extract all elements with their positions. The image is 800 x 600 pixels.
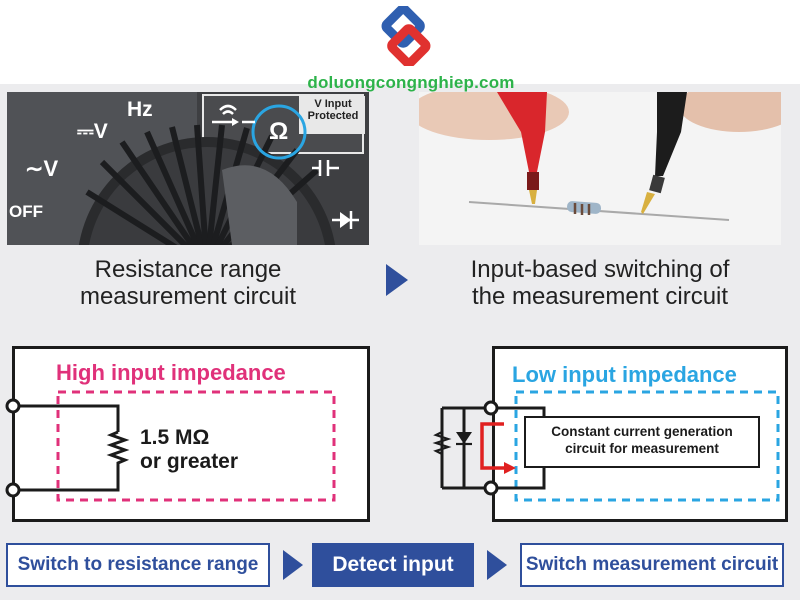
- step-switch-measurement-circuit: Switch measurement circuit: [520, 543, 784, 587]
- dial-illustration: [7, 92, 369, 245]
- probes-photo: [419, 92, 781, 245]
- dial-off-label: OFF: [9, 202, 43, 221]
- constant-current-block: [524, 416, 760, 468]
- dial-dcv-label: ⎓V: [77, 120, 108, 143]
- caption-input-switching: Input-based switching of the measurement…: [420, 256, 780, 310]
- caption-right-line-1: Input-based switching of: [470, 256, 730, 283]
- dial-acv-text: V: [43, 156, 59, 181]
- resistor-value-line-2: or greater: [140, 450, 239, 473]
- step-switch-to-resistance-range: Switch to resistance range: [6, 543, 270, 587]
- dial-acv-label: ∼V: [25, 156, 59, 181]
- constant-current-block-label: Constant current generation circuit for …: [524, 423, 760, 457]
- ohm-symbol: Ω: [269, 118, 289, 145]
- high-impedance-circuit-diagram: [5, 390, 336, 502]
- caption-resistance-range: Resistance range measurement circuit: [10, 256, 366, 310]
- low-impedance-circuit-diagram: [432, 390, 780, 502]
- high-impedance-title: High input impedance: [56, 360, 286, 385]
- low-impedance-title: Low input impedance: [512, 362, 737, 387]
- protected-line-2: Protected: [307, 110, 359, 122]
- caption-left-line-1: Resistance range: [94, 256, 282, 283]
- watermark-text: doluongcongnghiep.com: [307, 73, 515, 92]
- probes-illustration: [419, 92, 781, 245]
- dial-hz-label: Hz: [127, 98, 153, 121]
- high-impedance-circuit-box: [12, 346, 370, 522]
- arrow-right-icon: [386, 264, 408, 296]
- protected-line-1: V Input: [314, 98, 352, 110]
- ccg-line-2: circuit for measurement: [565, 441, 719, 456]
- caption-left-line-2: measurement circuit: [79, 283, 297, 310]
- terminal-bottom-icon: [5, 482, 21, 498]
- resistor-value-label: 1.5 MΩ or greater: [140, 426, 238, 474]
- terminal-top-icon: [483, 400, 499, 416]
- ccg-line-1: Constant current generation: [551, 424, 733, 439]
- resistor-value-line-1: 1.5 MΩ: [140, 426, 210, 449]
- step-detect-input: Detect input: [312, 543, 474, 587]
- dial-dcv-text: V: [93, 120, 108, 143]
- brand-logo: [381, 6, 431, 66]
- step-arrow-icon: [487, 550, 507, 580]
- terminal-top-icon: [5, 398, 21, 414]
- terminal-bottom-icon: [483, 480, 499, 496]
- step-arrow-icon: [283, 550, 303, 580]
- caption-right-line-2: the measurement circuit: [471, 283, 729, 310]
